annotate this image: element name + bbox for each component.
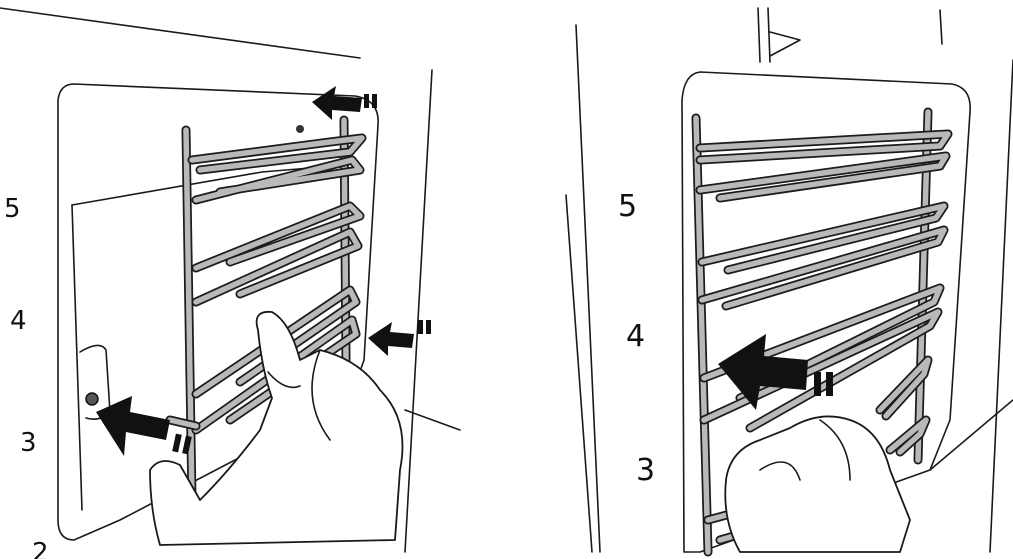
cavity-edge-right [404, 69, 433, 553]
arrow-icon [718, 334, 833, 410]
cavity-edge-right [989, 59, 1013, 553]
cavity-edge-left [575, 24, 601, 553]
left-panel [0, 7, 461, 553]
shelf-rack [695, 129, 953, 545]
cavity-edge-left-inner [565, 194, 593, 553]
screw-hole [85, 392, 99, 406]
arrow-icon [368, 320, 431, 356]
hand-icon [149, 310, 404, 546]
arrow-icon [96, 396, 192, 456]
side-wall-inner-vert [71, 204, 83, 511]
level-label: 5 [618, 189, 638, 224]
screw-hole [296, 125, 304, 133]
hand-detail [819, 419, 851, 481]
side-wall-panel [681, 71, 971, 553]
hand-detail [759, 461, 801, 481]
cavity-edge-top [0, 7, 361, 59]
hand-detail [267, 371, 301, 389]
arrow-icon [312, 86, 377, 120]
top-rack-fragment [757, 7, 801, 63]
cavity-floor [404, 409, 461, 431]
level-label: 2 [32, 538, 49, 559]
hand-icon [724, 415, 911, 553]
level-label: 3 [636, 453, 656, 488]
top-edge [939, 9, 943, 45]
level-label: 5 [4, 194, 21, 224]
hand-detail [311, 349, 331, 441]
bracket [79, 344, 111, 420]
shelf-rack [165, 133, 367, 525]
level-label: 3 [20, 428, 37, 458]
right-panel [565, 7, 1013, 557]
level-label: 4 [626, 319, 646, 354]
level-label: 4 [10, 306, 27, 336]
cavity-floor [929, 399, 1013, 471]
